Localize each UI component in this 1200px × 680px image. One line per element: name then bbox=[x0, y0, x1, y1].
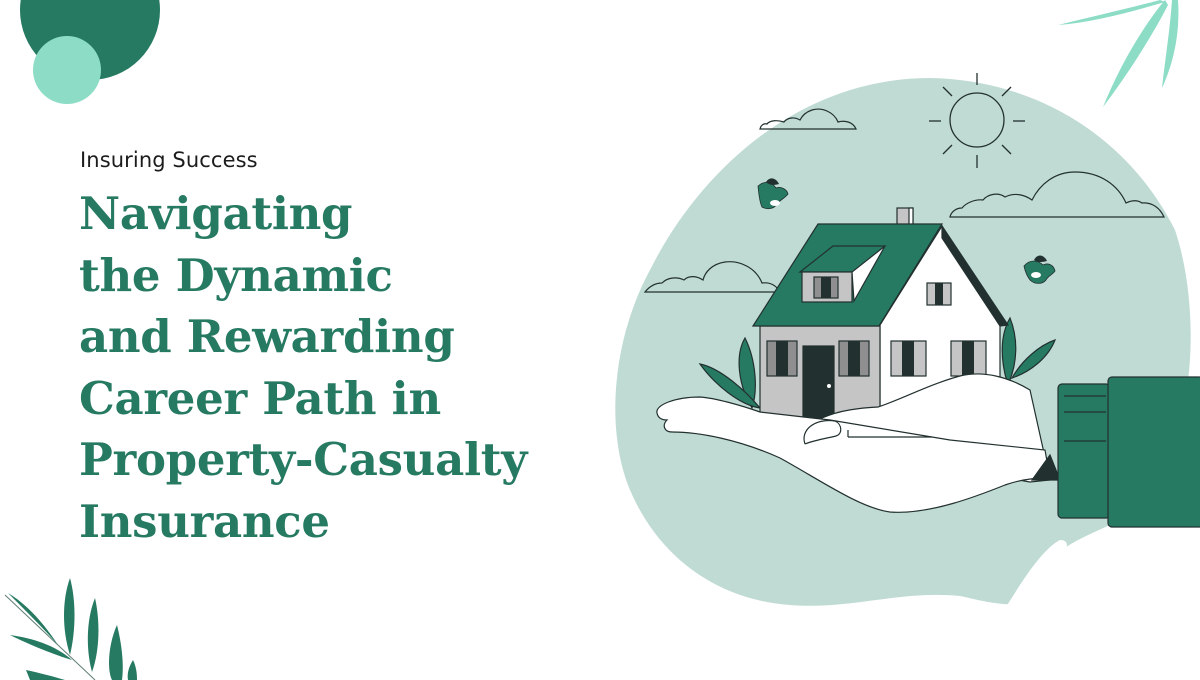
title-line: Property-Casualty bbox=[79, 433, 528, 486]
house-icon bbox=[698, 207, 1057, 427]
bird-icon bbox=[757, 178, 789, 210]
bottom-left-leaves-icon bbox=[4, 578, 137, 680]
title-line: and Rewarding bbox=[79, 310, 455, 363]
cloud-icon bbox=[643, 108, 1165, 293]
top-left-circles-icon bbox=[20, 0, 160, 104]
top-right-leaves-icon bbox=[1058, 0, 1179, 107]
eyebrow-text: Insuring Success bbox=[80, 148, 258, 172]
title-line: the Dynamic bbox=[79, 248, 393, 302]
sun-icon bbox=[929, 73, 1025, 168]
page-title: Navigating the Dynamic and Rewarding Car… bbox=[79, 183, 527, 552]
hand-icon bbox=[656, 373, 1200, 528]
title-line: Insurance bbox=[79, 494, 330, 548]
title-line: Career Path in bbox=[79, 371, 441, 425]
title-line: Navigating bbox=[79, 187, 353, 240]
bird-icon bbox=[1023, 255, 1056, 284]
plant-icon bbox=[698, 316, 1057, 410]
